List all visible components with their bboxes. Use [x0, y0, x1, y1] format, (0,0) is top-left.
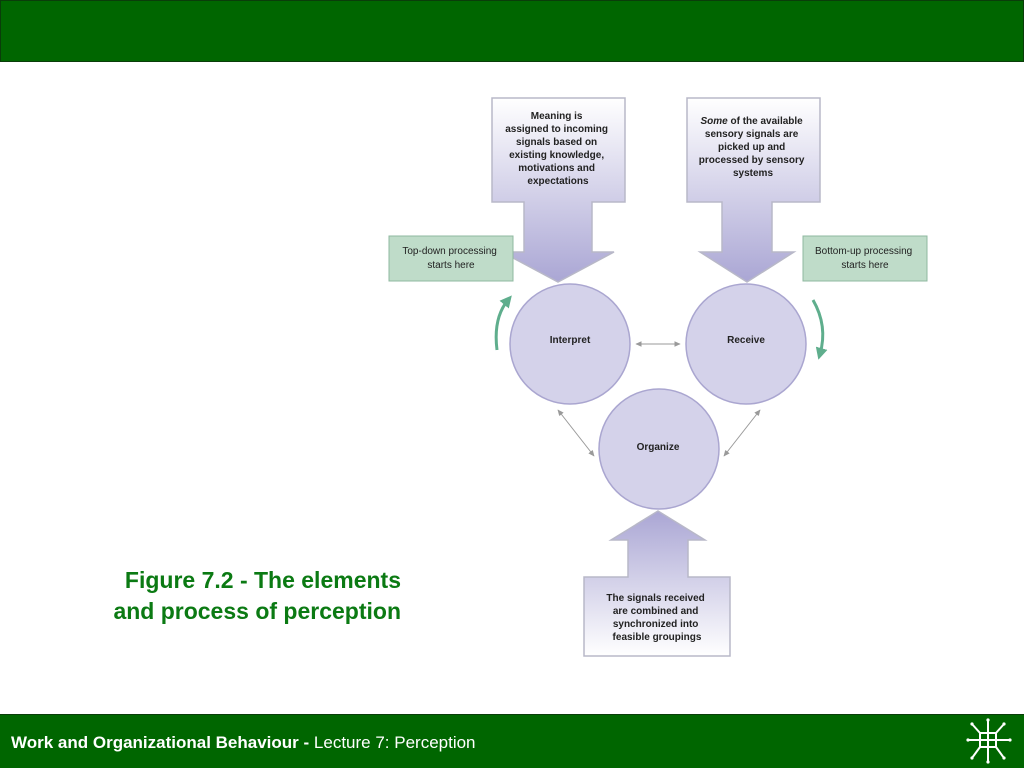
course-title: Work and Organizational Behaviour -: [11, 733, 310, 752]
top-down-curved-arrow: [494, 295, 512, 351]
receive-node: Receive: [685, 283, 807, 405]
svg-text:Organize: Organize: [637, 442, 680, 453]
header-bar: [0, 0, 1024, 62]
top-down-label: Top-down processing starts here: [388, 235, 514, 282]
bottom-up-label: Bottom-up processing starts here: [802, 235, 928, 282]
interpret-node: Interpret: [509, 283, 631, 405]
svg-text:Interpret: Interpret: [550, 335, 591, 346]
receive-organize-connector: [723, 409, 761, 457]
perception-diagram: Meaning is assigned to incoming signals …: [388, 97, 928, 657]
svg-text:Top-down processing star: Top-down processing starts here: [402, 246, 499, 271]
interpret-organize-connector: [557, 409, 595, 457]
organize-arrow-text: The signals received are combined and sy…: [606, 593, 707, 643]
bottom-up-curved-arrow: [811, 299, 828, 360]
bottom-up-arrow-text: Some of the available sensory signals ar…: [699, 116, 807, 179]
svg-text:Bottom-up processing sta: Bottom-up processing starts here: [815, 246, 915, 271]
organize-input-arrow: The signals received are combined and sy…: [583, 510, 731, 657]
bottom-up-input-arrow: Some of the available sensory signals ar…: [686, 97, 821, 283]
footer-text: Work and Organizational Behaviour - Lect…: [11, 733, 476, 753]
top-down-arrow-text: Meaning is assigned to incoming signals …: [505, 111, 611, 187]
svg-text:Receive: Receive: [727, 335, 765, 346]
lecture-title: Lecture 7: Perception: [309, 733, 476, 752]
figure-caption: Figure 7.2 - The elements and process of…: [113, 567, 401, 624]
top-down-input-arrow: Meaning is assigned to incoming signals …: [491, 97, 626, 283]
network-logo-icon: [966, 718, 1012, 764]
footer-bar: [0, 714, 1024, 768]
organize-node: Organize: [598, 388, 720, 510]
